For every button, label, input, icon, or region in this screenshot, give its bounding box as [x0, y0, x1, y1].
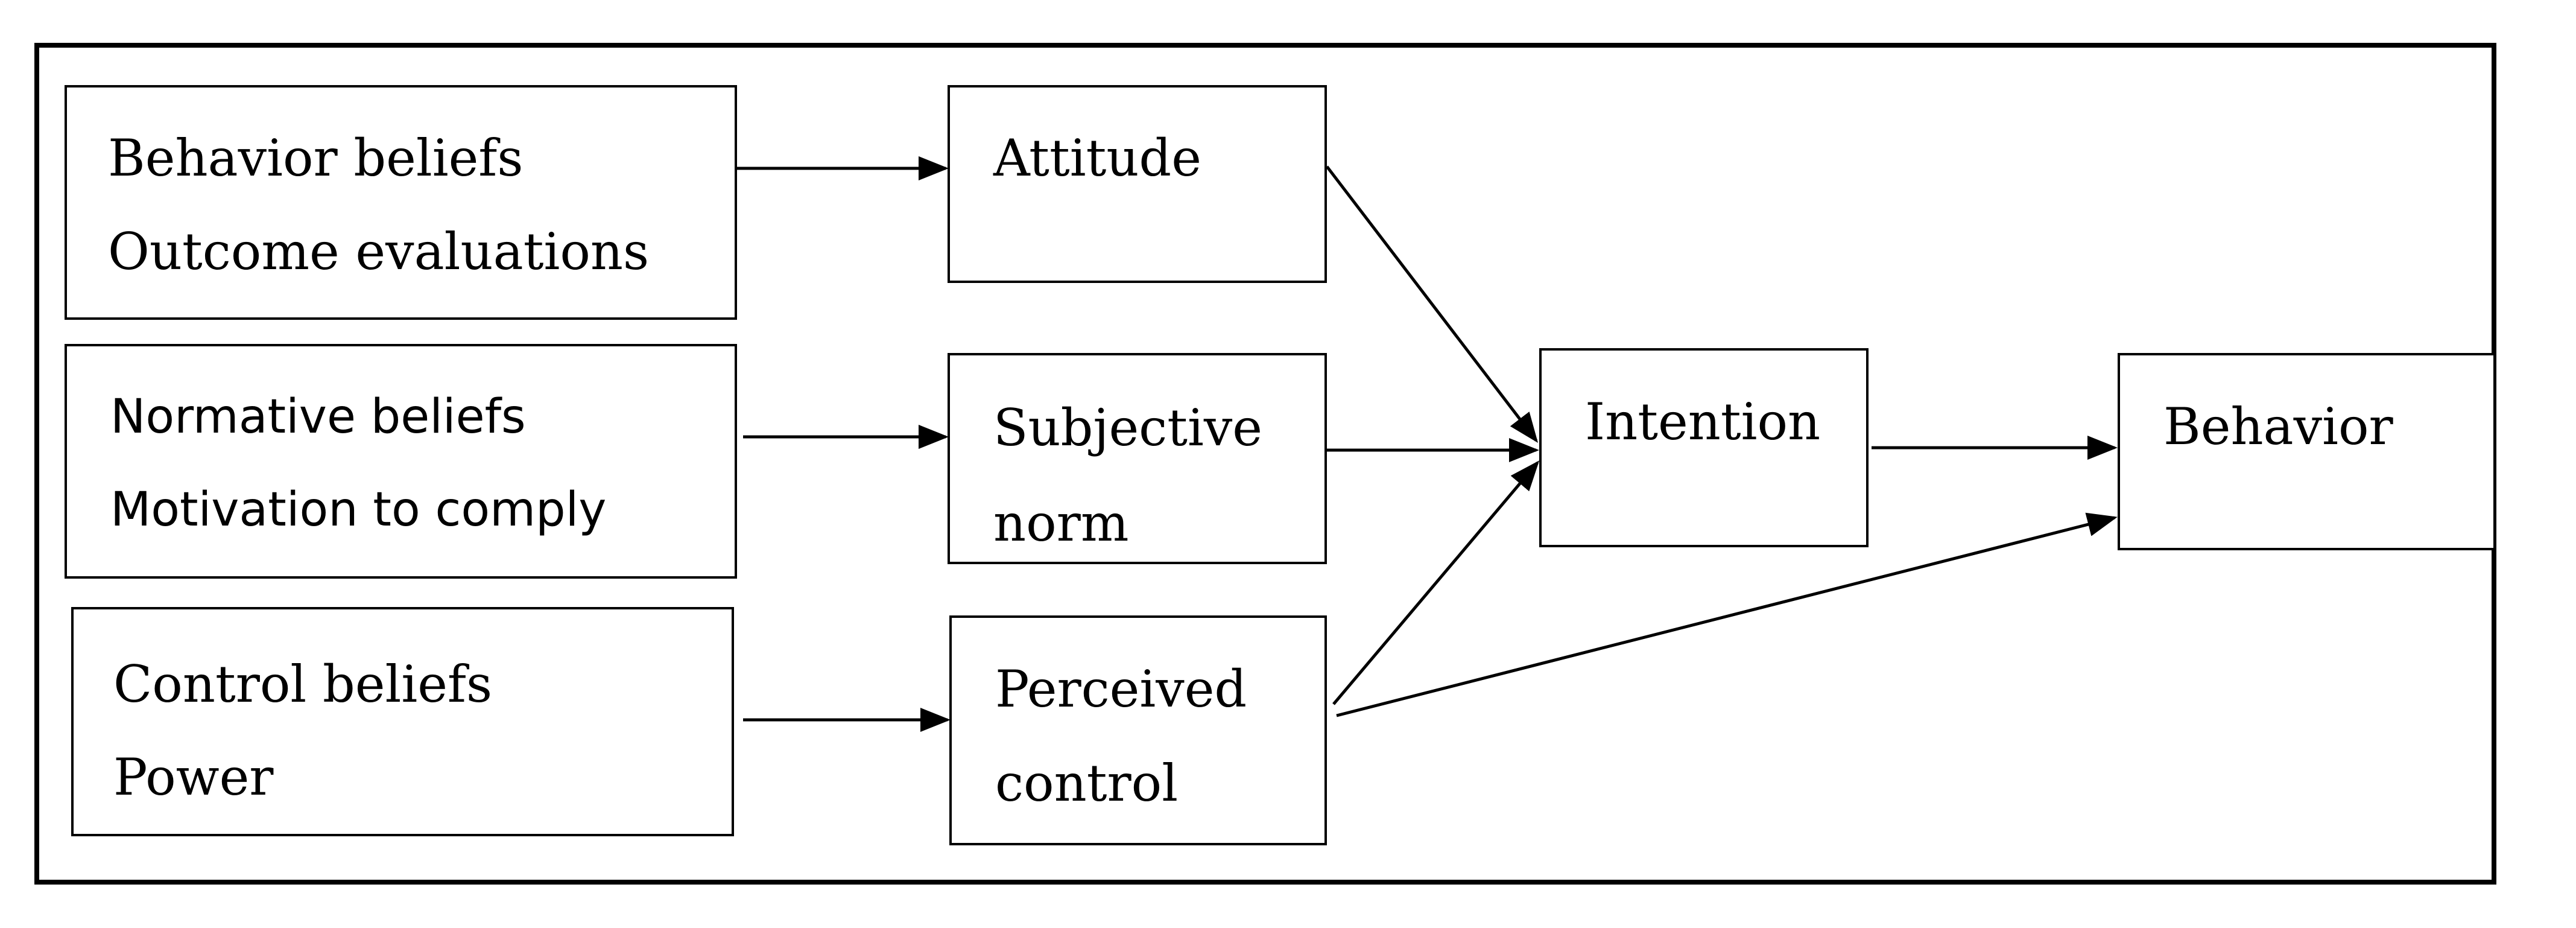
attitude-box: Attitude: [948, 85, 1327, 283]
outcome-evaluations-label: Outcome evaluations: [108, 222, 650, 281]
motivation-to-comply-label: Motivation to comply: [110, 483, 607, 537]
power-label: Power: [113, 748, 274, 807]
control-label: control: [995, 754, 1179, 813]
control-beliefs-label: Control beliefs: [113, 655, 493, 714]
intention-label: Intention: [1585, 392, 1821, 451]
norm-label: norm: [993, 494, 1129, 553]
behavior-label: Behavior: [2163, 397, 2393, 456]
subjective-norm-box: Subjective norm: [948, 353, 1327, 564]
normative-beliefs-box: Normative beliefs Motivation to comply: [65, 344, 737, 579]
perceived-label: Perceived: [995, 659, 1247, 719]
perceived-control-box: Perceived control: [949, 615, 1327, 845]
attitude-label: Attitude: [993, 129, 1201, 188]
intention-box: Intention: [1539, 348, 1869, 547]
behavior-beliefs-box: Behavior beliefs Outcome evaluations: [65, 85, 737, 320]
normative-beliefs-label: Normative beliefs: [110, 390, 526, 444]
behavior-beliefs-label: Behavior beliefs: [108, 129, 524, 188]
behavior-box: Behavior: [2118, 353, 2496, 550]
control-beliefs-box: Control beliefs Power: [71, 607, 734, 836]
subjective-label: Subjective: [993, 398, 1263, 457]
